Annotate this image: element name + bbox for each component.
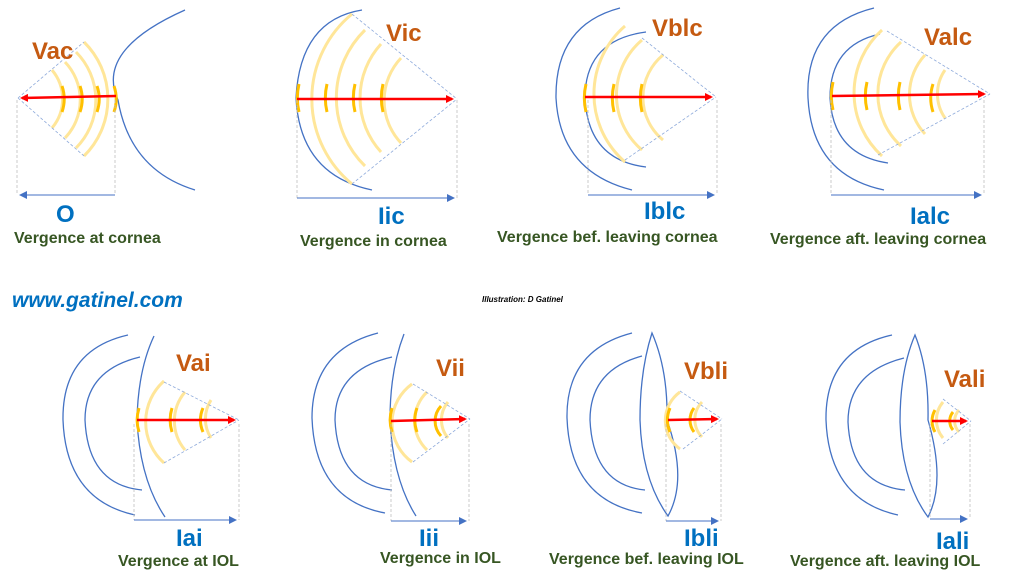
- cornea-anterior: [311, 332, 386, 514]
- vergence-label: Vic: [386, 20, 422, 47]
- cornea-surface: [112, 9, 196, 191]
- panel-caption: Vergence at cornea: [14, 230, 161, 247]
- wavefronts: [829, 28, 947, 158]
- cone-guide: [351, 13, 458, 100]
- wavefronts: [388, 382, 450, 464]
- vergence-label: Vii: [436, 355, 465, 382]
- cornea-posterior: [847, 357, 906, 491]
- cone-guide: [641, 37, 717, 98]
- distance-label: Iii: [419, 525, 440, 552]
- cornea-anterior: [825, 334, 899, 516]
- panel-caption: Vergence at IOL: [118, 553, 239, 570]
- cornea-posterior: [334, 356, 393, 491]
- iol-lens: [639, 331, 679, 518]
- ray-arrow: [390, 415, 467, 424]
- illustration-credit: Illustration: D Gatinel: [482, 295, 563, 304]
- wavefronts: [50, 40, 118, 158]
- panel-caption: Vergence in IOL: [380, 550, 501, 567]
- panel-vac: [16, 9, 196, 199]
- cone-guide: [163, 419, 240, 464]
- cornea-anterior: [807, 7, 885, 191]
- cone-guide: [886, 30, 991, 95]
- cornea-posterior: [589, 355, 646, 491]
- vergence-label: Vbli: [684, 358, 729, 385]
- panel-caption: Vergence aft. leaving IOL: [790, 553, 981, 570]
- website-link[interactable]: www.gatinel.com: [12, 289, 183, 312]
- cone-guide: [163, 381, 240, 421]
- iol-anterior: [389, 333, 417, 517]
- cone-guide: [682, 418, 723, 450]
- cornea-anterior: [62, 334, 136, 516]
- cone-guide: [942, 420, 972, 445]
- panel-vbli: [566, 331, 723, 525]
- distance-label: Ibli: [684, 525, 719, 552]
- cornea-anterior: [566, 332, 643, 514]
- panel-caption: Vergence bef. leaving IOL: [549, 551, 744, 568]
- distance-label: Iai: [176, 525, 203, 552]
- panel-valc: [807, 7, 991, 199]
- distance-label: Iblc: [644, 198, 686, 225]
- cone-guide: [877, 93, 991, 156]
- panel-vblc: [555, 7, 718, 199]
- vergence-label: Vac: [32, 38, 74, 65]
- distance-label: Iic: [378, 203, 405, 230]
- panel-caption: Vergence aft. leaving cornea: [770, 231, 987, 248]
- cone-guide: [351, 98, 458, 185]
- cornea-anterior: [555, 7, 633, 191]
- vergence-label: Vai: [176, 350, 211, 377]
- panel-caption: Vergence bef. leaving cornea: [497, 229, 718, 246]
- ray-arrow: [667, 415, 719, 424]
- wavefronts: [135, 379, 213, 465]
- distance-label: O: [56, 201, 75, 228]
- panel-caption: Vergence in cornea: [300, 233, 447, 250]
- cone-guide: [17, 41, 85, 99]
- vergence-label: Vali: [944, 366, 986, 393]
- panel-vai: [62, 334, 240, 524]
- ray-arrow: [20, 93, 117, 102]
- cornea-posterior: [84, 356, 143, 491]
- cone-guide: [942, 398, 972, 422]
- cone-guide: [412, 383, 471, 420]
- cone-guide: [412, 418, 471, 463]
- distance-label: Iali: [936, 528, 970, 555]
- vergence-label: Valc: [924, 24, 973, 51]
- ray-arrow: [831, 90, 986, 99]
- panel-vii: [311, 332, 471, 525]
- vergence-label: Vblc: [652, 15, 703, 42]
- cone-guide: [624, 96, 717, 161]
- panel-vali: [825, 333, 972, 523]
- panel-vic: [295, 9, 458, 202]
- distance-label: Ialc: [910, 203, 951, 230]
- cone-guide: [679, 390, 723, 420]
- iol-lens: [899, 333, 938, 519]
